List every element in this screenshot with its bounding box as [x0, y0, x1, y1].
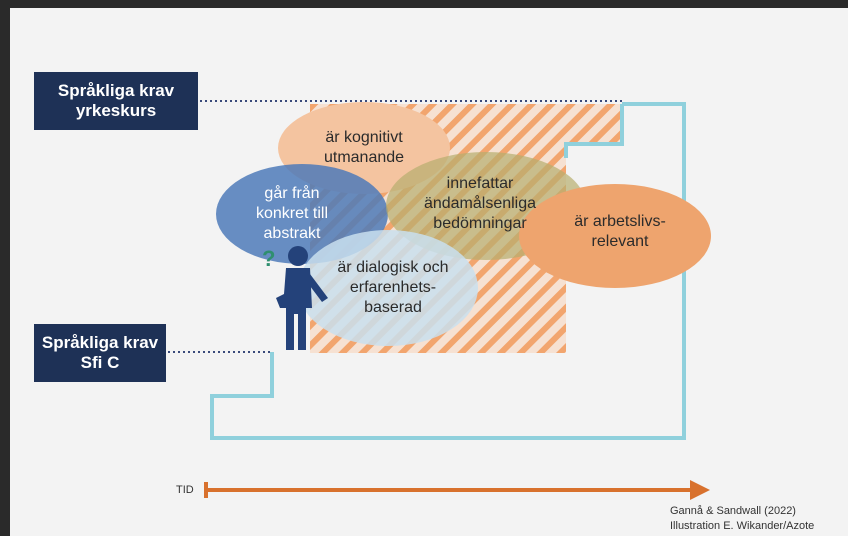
- stairs-outline: [210, 102, 686, 440]
- slide: ? Språkliga krav yrkeskurs Språkliga kra…: [10, 8, 848, 536]
- bubble-arbetsliv-line1: är arbetslivs-: [574, 213, 666, 230]
- diagram-graphics: ?: [168, 100, 711, 500]
- bubble-arbetsliv-text: är arbetslivs- relevant: [550, 210, 690, 254]
- time-label: TID: [176, 484, 194, 496]
- bubble-konkret-line1: går från: [264, 185, 320, 202]
- credit: Gannå & Sandwall (2022) Illustration E. …: [670, 504, 814, 534]
- top-requirement-tag: Språkliga krav yrkeskurs: [34, 72, 198, 130]
- person-icon: ?: [262, 246, 328, 350]
- bottom-requirement-tag: Språkliga krav Sfi C: [34, 324, 166, 382]
- svg-text:?: ?: [262, 246, 275, 271]
- bubble-konkret-line3: abstrakt: [263, 225, 321, 242]
- bubble-arbetsliv: [519, 184, 711, 288]
- bubble-kognitivt-text: är kognitivt utmanande: [284, 120, 444, 176]
- bubble-dialogisk-line1: är dialogisk och: [337, 259, 449, 276]
- bubble-dialogisk: [298, 230, 478, 346]
- credit-line1: Gannå & Sandwall (2022): [670, 505, 796, 517]
- bubble-bedomningar-line1: innefattar: [446, 175, 514, 192]
- bubble-dialogisk-text: är dialogisk och erfarenhets- baserad: [318, 256, 468, 320]
- bubble-arbetsliv-line2: relevant: [591, 233, 649, 250]
- bubble-konkret-line2: konkret till: [255, 205, 329, 222]
- bubble-bedomningar-line2: ändamålsenliga: [423, 195, 537, 212]
- bubble-konkret-text: går från konkret till abstrakt: [232, 182, 352, 246]
- time-arrow-head: [690, 480, 710, 500]
- bubble-dialogisk-line3: baserad: [364, 299, 422, 316]
- bubble-bedomningar-text: innefattar ändamålsenliga bedömningar: [410, 172, 550, 236]
- bubble-bedomningar-line3: bedömningar: [433, 215, 527, 232]
- bubble-dialogisk-line2: erfarenhets-: [349, 279, 437, 296]
- credit-line2: Illustration E. Wikander/Azote: [670, 520, 815, 532]
- bottom-requirement-line2: Sfi C: [80, 353, 120, 372]
- bottom-requirement-line1: Språkliga krav: [41, 333, 159, 352]
- bubble-kognitivt-line1: är kognitivt: [325, 129, 403, 146]
- top-requirement-line2: yrkeskurs: [75, 101, 157, 120]
- bubble-kognitivt-line2: utmanande: [323, 149, 405, 166]
- top-requirement-line1: Språkliga krav: [57, 81, 175, 100]
